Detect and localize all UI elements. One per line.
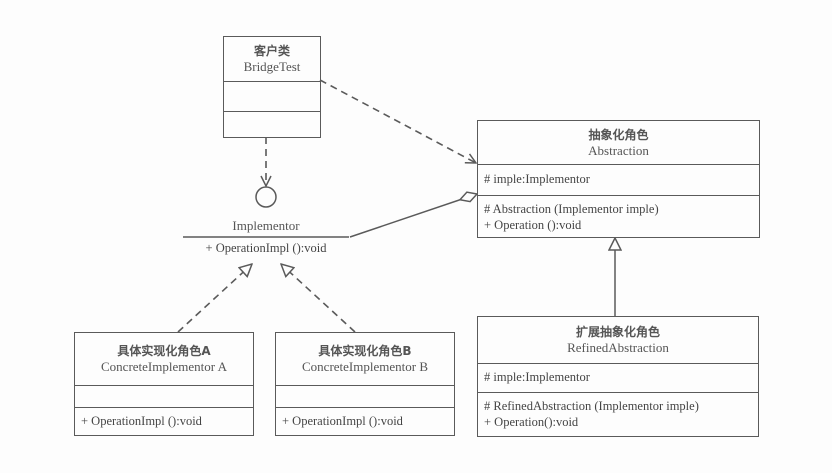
operation: + Operation ():void (484, 218, 582, 232)
operation: # Abstraction (Implementor imple) (484, 202, 659, 216)
attributes-compartment: # imple:Implementor (478, 363, 758, 392)
class-en-name: ConcreteImplementor B (302, 359, 428, 374)
class-header: 具体实现化角色A ConcreteImplementor A (75, 333, 253, 385)
realization-b-to-implementor (281, 264, 356, 333)
class-refined-abstraction[interactable]: 扩展抽象化角色 RefinedAbstraction # imple:Imple… (477, 316, 759, 437)
attributes-compartment (224, 81, 320, 111)
class-concrete-implementor-a[interactable]: 具体实现化角色A ConcreteImplementor A + Operati… (74, 332, 254, 436)
attribute: # imple:Implementor (484, 370, 590, 384)
interface-implementor-name[interactable]: Implementor (232, 218, 300, 233)
class-en-name: BridgeTest (243, 59, 301, 74)
class-abstraction[interactable]: 抽象化角色 Abstraction # imple:Implementor # … (477, 120, 760, 238)
interface-implementor-operation: + OperationImpl ():void (205, 241, 327, 255)
realization-a-to-implementor (177, 264, 252, 333)
class-cn-name: 具体实现化角色B (318, 344, 412, 358)
dependency-client-to-abstraction (319, 79, 476, 163)
operation: # RefinedAbstraction (Implementor imple) (484, 399, 699, 413)
operations-compartment: + OperationImpl ():void (276, 407, 454, 435)
class-cn-name: 抽象化角色 (588, 127, 649, 142)
operations-compartment (224, 111, 320, 137)
attributes-compartment: # imple:Implementor (478, 164, 759, 195)
operations-compartment: + OperationImpl ():void (75, 407, 253, 435)
class-cn-name: 具体实现化角色A (117, 344, 211, 358)
attribute: # imple:Implementor (484, 172, 590, 186)
aggregation-abstraction-implementor (349, 194, 477, 238)
class-concrete-implementor-b[interactable]: 具体实现化角色B ConcreteImplementor B + Operati… (275, 332, 455, 436)
operation: + OperationImpl ():void (282, 414, 403, 428)
class-cn-name: 扩展抽象化角色 (575, 325, 660, 339)
operations-compartment: # RefinedAbstraction (Implementor imple)… (478, 392, 758, 436)
class-en-name: Abstraction (588, 142, 649, 158)
class-bridgetest[interactable]: 客户类 BridgeTest (223, 36, 321, 138)
operation: + OperationImpl ():void (81, 414, 202, 428)
operation: + Operation():void (484, 415, 579, 429)
class-header: 具体实现化角色B ConcreteImplementor B (276, 333, 454, 385)
class-header: 客户类 BridgeTest (224, 37, 320, 81)
attributes-compartment (276, 385, 454, 407)
class-header: 抽象化角色 Abstraction (478, 121, 759, 164)
operations-compartment: # Abstraction (Implementor imple) + Oper… (478, 195, 759, 237)
class-header: 扩展抽象化角色 RefinedAbstraction (478, 317, 758, 363)
class-en-name: RefinedAbstraction (567, 340, 669, 355)
class-cn-name: 客户类 (253, 44, 290, 58)
attributes-compartment (75, 385, 253, 407)
class-en-name: ConcreteImplementor A (101, 359, 227, 374)
interface-lollipop-icon (255, 186, 277, 208)
